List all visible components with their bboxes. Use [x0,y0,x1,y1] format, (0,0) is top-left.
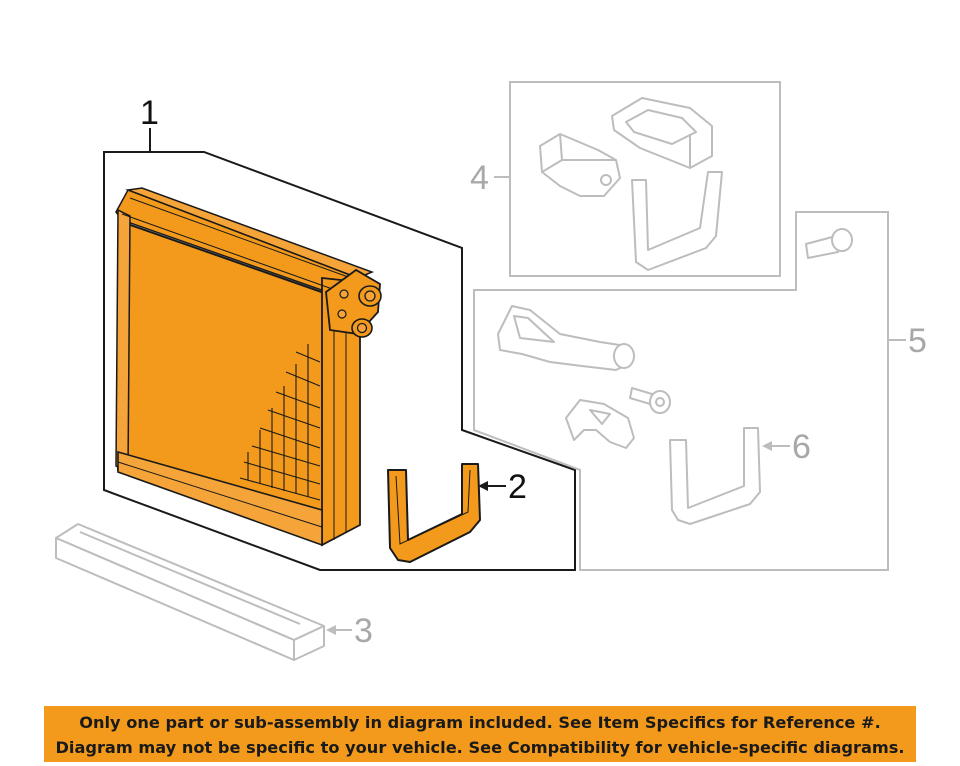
bracket-part-4a [539,133,621,197]
notice-line-1: Only one part or sub-assembly in diagram… [79,713,881,732]
notice-line-2: Diagram may not be specific to your vehi… [55,738,905,757]
clip-part-5d [565,399,635,449]
duct-part-5b [497,305,635,371]
assembly-frame-5 [473,211,889,571]
seal-part-6 [669,427,761,525]
bolt-part-5a [805,228,853,259]
callout-4: 4 [470,159,489,197]
callout-3: 3 [354,612,373,650]
seal-part-4c [631,171,723,271]
assembly-frame-4 [509,81,781,277]
callout-6-arrow [762,441,772,451]
duct-part-4b [611,97,713,169]
evaporator-core [115,187,382,547]
callout-5: 5 [908,322,927,360]
notice-banner: Only one part or sub-assembly in diagram… [44,706,916,762]
assembly-frame-1 [103,151,576,571]
callout-3-arrow [326,625,336,635]
callout-1: 1 [140,94,159,132]
seal-part-2 [387,463,481,563]
bolt-part-5c [629,387,671,414]
callout-2-arrow [478,481,488,491]
drain-tray-part-3 [55,523,325,661]
callout-6: 6 [792,428,811,466]
callout-2: 2 [508,468,527,506]
